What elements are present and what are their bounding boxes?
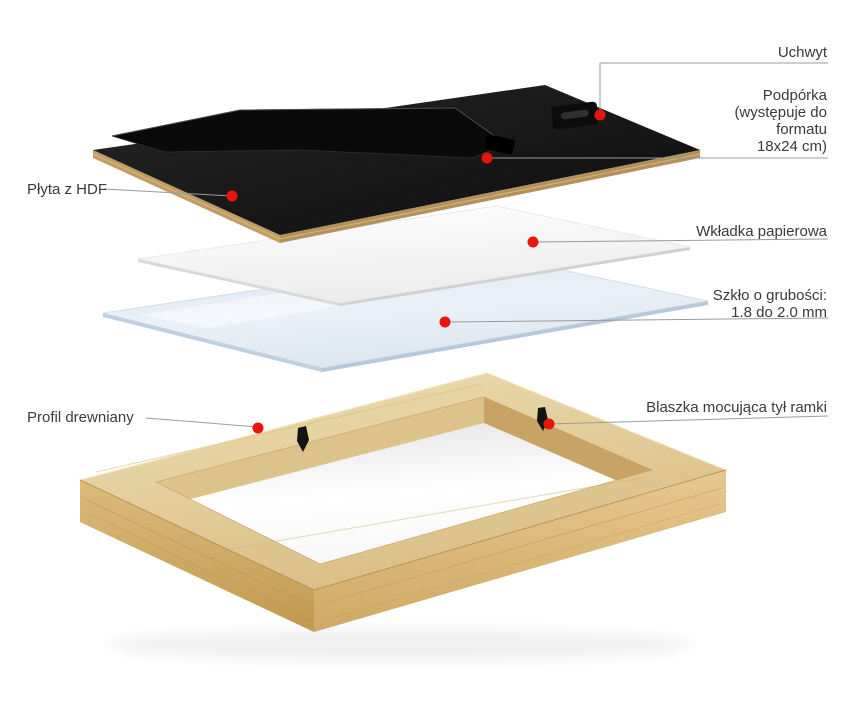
wood-grain-line (189, 476, 649, 557)
frame-clip-left (297, 426, 309, 452)
label-podporka-line4: 18x24 cm) (756, 138, 827, 155)
board-stand (111, 107, 507, 159)
hdf-board (92, 85, 701, 243)
wood-grain-line (321, 487, 723, 605)
frame-front-face-left (80, 480, 314, 632)
wood-grain-line (331, 503, 721, 619)
leader-line-blaszka (548, 415, 829, 425)
leader-line-uchwyt (599, 62, 828, 115)
frame-near-edge (79, 469, 727, 591)
label-szklo-line2: 1.8 do 2.0 mm (731, 304, 827, 321)
marker-dot-blaszka (543, 418, 555, 430)
label-szklo-line1: Szkło o grubości: (712, 287, 827, 304)
frame-inner-wall-left (156, 397, 484, 508)
marker-dot-szklo (439, 316, 451, 328)
label-profil: Profil drewniany (27, 409, 134, 426)
label-uchwyt: Uchwyt (777, 44, 827, 61)
leader-line-szklo (444, 317, 829, 323)
label-podporka-line2: (występuje do (734, 104, 827, 121)
label-blaszka: Blaszka mocująca tył ramki (646, 399, 827, 416)
frame-shadow (105, 629, 695, 661)
marker-dot-plyta (226, 190, 238, 202)
glass-edge-left (103, 313, 322, 372)
paper-insert (137, 205, 691, 306)
wood-grain-line (85, 499, 313, 607)
paper-surface (137, 205, 691, 304)
marker-dot-uchwyt (594, 109, 606, 121)
label-podporka-line1: Podpórka (762, 87, 827, 104)
wood-grain-line (89, 513, 314, 623)
callout-markers (226, 109, 606, 434)
board-surface (93, 85, 700, 235)
label-plyta: Płyta z HDF (27, 181, 108, 198)
marker-dot-profil (252, 422, 264, 434)
paper-edge-right (340, 247, 690, 306)
wood-grain-line (95, 383, 483, 473)
leader-line-profil (145, 417, 259, 428)
stand-hinge (485, 134, 515, 155)
label-wkladka: Wkładka papierowa (696, 223, 827, 240)
glass-edge-right (322, 301, 708, 372)
label-podporka-line3: formatu (776, 121, 827, 138)
frame-inner-wall-right (484, 397, 652, 496)
leader-line-plyta (103, 188, 233, 197)
hanger-slot (560, 109, 589, 120)
wood-frame (79, 372, 727, 632)
board-hanger (551, 101, 599, 130)
board-stand-highlight (111, 107, 507, 145)
leader-lines (103, 62, 829, 428)
marker-dot-podporka (481, 152, 493, 164)
label-szklo: Szkło o grubości: 1.8 do 2.0 mm (713, 287, 827, 321)
leader-line-wkladka (532, 238, 829, 243)
paper-edge-left (138, 259, 340, 306)
frame-front-face-right (314, 470, 726, 632)
marker-dot-wkladka (527, 236, 539, 248)
board-ply-edge-line (92, 153, 701, 240)
label-podporka: Podpórka (występuje do formatu 18x24 cm) (734, 87, 827, 155)
